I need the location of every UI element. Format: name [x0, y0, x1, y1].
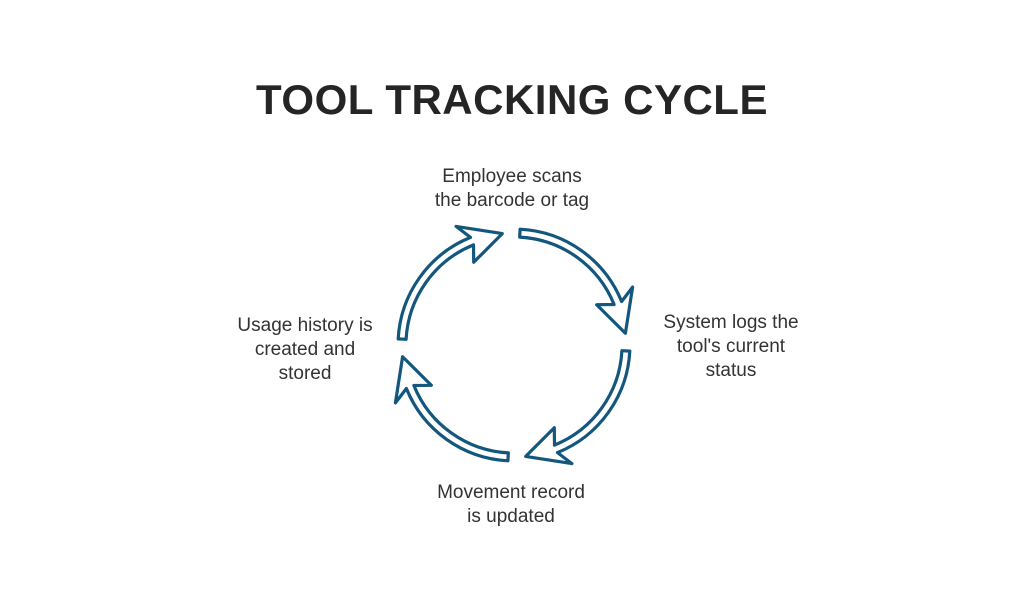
- cycle-arrow-top-left: [396, 224, 504, 341]
- step-label-usage-history: Usage history is created and stored: [237, 315, 373, 384]
- cycle-diagram: [393, 224, 635, 466]
- cycle-arrow-bottom-right: [524, 349, 632, 466]
- step-label-movement-record: Movement record is updated: [437, 482, 585, 527]
- step-label-log-status: System logs the tool's current status: [663, 312, 799, 381]
- cycle-arrow-bottom-left: [393, 355, 510, 463]
- page-title: TOOL TRACKING CYCLE: [256, 76, 768, 123]
- cycle-arrow-top-right: [518, 227, 635, 335]
- step-label-scan: Employee scans the barcode or tag: [434, 166, 590, 211]
